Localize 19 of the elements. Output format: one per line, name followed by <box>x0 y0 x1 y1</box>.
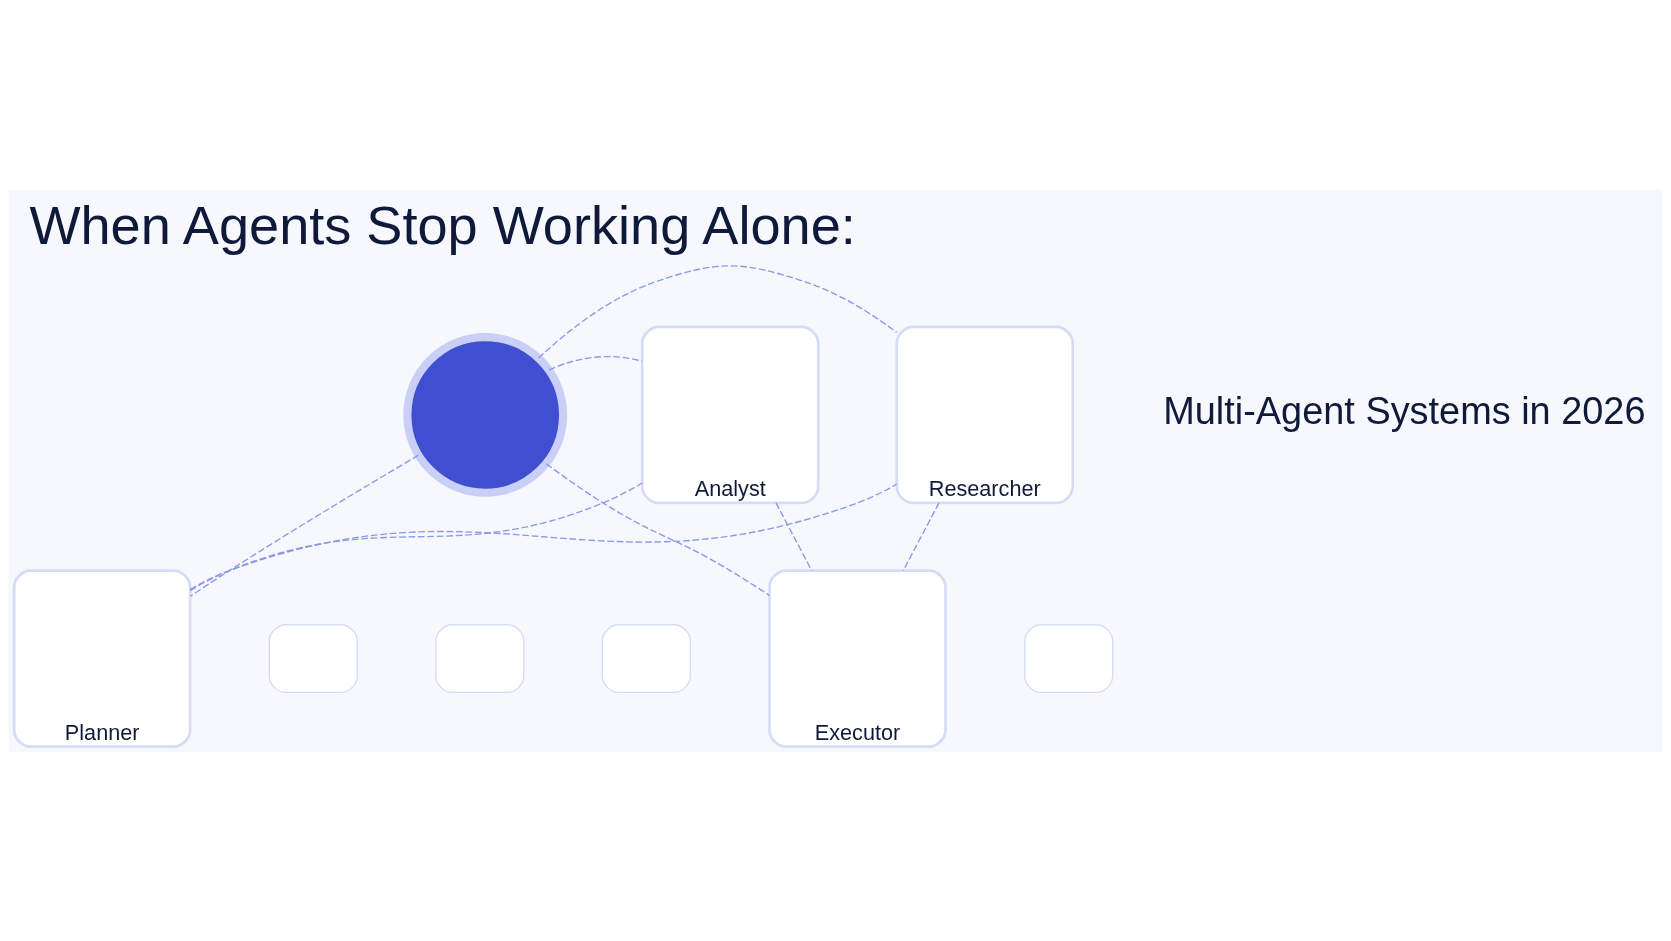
node-box <box>1024 623 1114 693</box>
node-box: Analyst <box>640 325 820 504</box>
connector <box>537 264 898 359</box>
diagram-title: When Agents Stop Working Alone: <box>29 194 856 255</box>
node-box: Planner <box>12 568 192 748</box>
connector <box>189 454 420 597</box>
node-box: Executor <box>768 568 947 748</box>
node-box <box>435 623 525 693</box>
label: Multi-Agent Systems in 2026 <box>1163 389 1646 432</box>
connector <box>189 481 643 591</box>
node-circle <box>403 332 568 497</box>
node-box <box>268 623 358 693</box>
node-box: Researcher <box>895 325 1075 504</box>
connector <box>775 501 813 571</box>
node-box <box>601 623 691 693</box>
connector <box>545 462 770 596</box>
connector <box>189 482 898 590</box>
connector <box>902 501 940 571</box>
connector <box>548 355 643 371</box>
